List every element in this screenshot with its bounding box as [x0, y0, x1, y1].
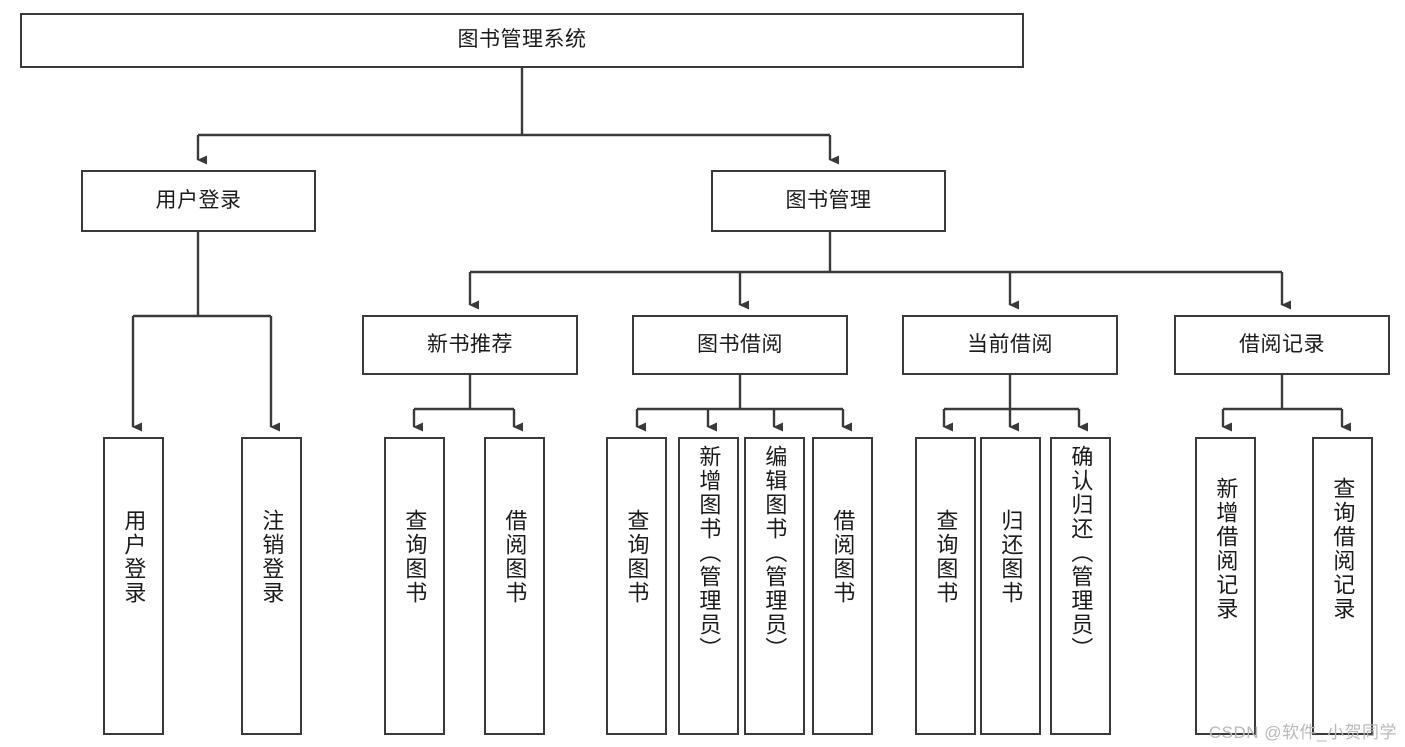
leaf-return-book[interactable]: 归还图书	[980, 437, 1041, 735]
node-label: 图书借阅	[697, 332, 783, 356]
node-label: 查询图书	[402, 509, 428, 605]
node-root-system[interactable]: 图书管理系统	[20, 13, 1024, 68]
node-label: 新增借阅记录	[1213, 477, 1239, 621]
node-label: 编辑图书（管理员）	[762, 445, 788, 661]
node-label: 查询图书	[624, 509, 650, 605]
node-user-login[interactable]: 用户登录	[81, 170, 316, 232]
node-label: 借阅图书	[830, 509, 856, 605]
node-label: 注销登录	[259, 509, 285, 605]
leaf-edit-book[interactable]: 编辑图书（管理员）	[744, 437, 805, 735]
node-label: 借阅图书	[502, 509, 528, 605]
node-label: 借阅记录	[1239, 332, 1325, 356]
node-book-borrow[interactable]: 图书借阅	[632, 315, 848, 375]
leaf-user-login[interactable]: 用户登录	[103, 437, 164, 735]
leaf-query-borrow-record[interactable]: 查询借阅记录	[1312, 437, 1373, 735]
leaf-borrow-book[interactable]: 借阅图书	[812, 437, 873, 735]
leaf-borrow-book-recommend[interactable]: 借阅图书	[484, 437, 545, 735]
node-label: 新书推荐	[427, 332, 513, 356]
node-label: 查询借阅记录	[1330, 477, 1356, 621]
leaf-query-book-current[interactable]: 查询图书	[915, 437, 976, 735]
leaf-add-borrow-record[interactable]: 新增借阅记录	[1195, 437, 1256, 735]
node-borrow-record[interactable]: 借阅记录	[1174, 315, 1390, 375]
node-label: 新增图书（管理员）	[696, 445, 722, 661]
node-label: 图书管理	[785, 188, 872, 212]
node-label: 确认归还（管理员）	[1068, 445, 1094, 661]
leaf-query-book-borrow[interactable]: 查询图书	[606, 437, 667, 735]
leaf-query-book-recommend[interactable]: 查询图书	[384, 437, 445, 735]
node-new-book-recommend[interactable]: 新书推荐	[362, 315, 578, 375]
node-label: 查询图书	[933, 509, 959, 605]
node-label: 当前借阅	[967, 332, 1053, 356]
leaf-add-book[interactable]: 新增图书（管理员）	[678, 437, 739, 735]
node-book-management[interactable]: 图书管理	[711, 170, 946, 232]
leaf-confirm-return[interactable]: 确认归还（管理员）	[1050, 437, 1111, 735]
node-label: 归还图书	[998, 509, 1024, 605]
node-label: 用户登录	[155, 188, 242, 212]
leaf-logout-login[interactable]: 注销登录	[241, 437, 302, 735]
node-current-borrow[interactable]: 当前借阅	[902, 315, 1118, 375]
watermark-text: CSDN @软件_小贺同学	[1208, 723, 1397, 742]
node-label: 用户登录	[121, 509, 147, 605]
node-label: 图书管理系统	[457, 28, 587, 52]
